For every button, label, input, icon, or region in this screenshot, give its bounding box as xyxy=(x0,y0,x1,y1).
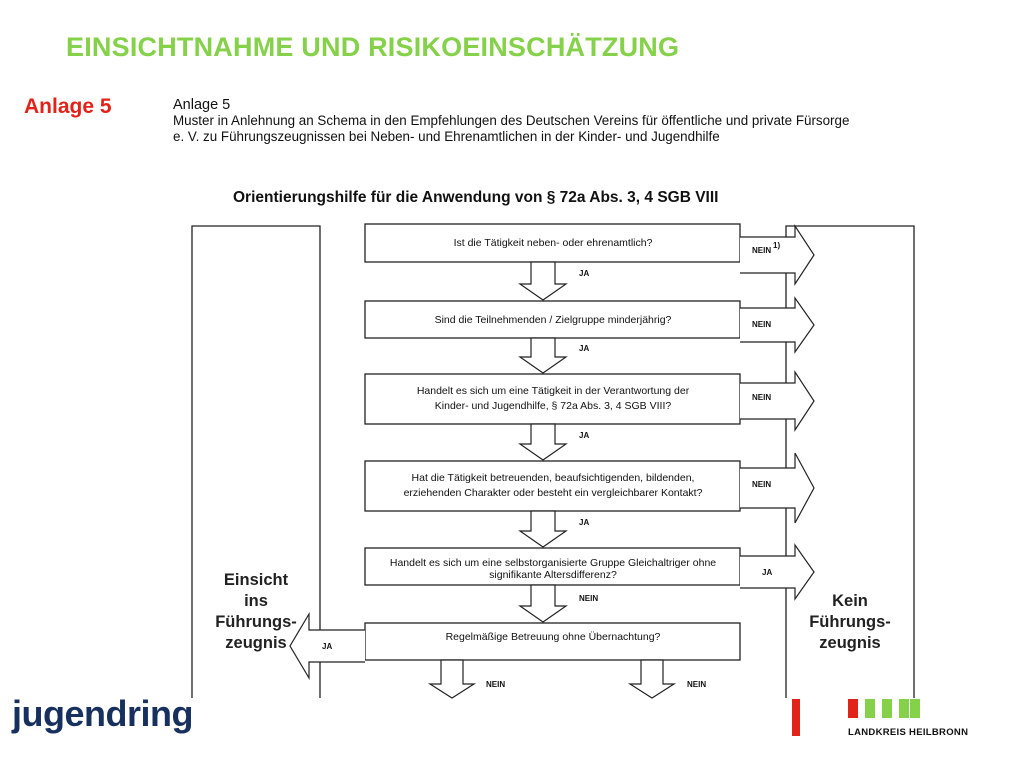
document-heading: Anlage 5 xyxy=(173,97,231,113)
down-label-2: JA xyxy=(579,344,589,353)
slide-title: EINSICHTNAHME UND RISIKOEINSCHÄTZUNG xyxy=(66,32,680,62)
question-1-text: Ist die Tätigkeit neben- oder ehrenamtli… xyxy=(454,237,653,249)
side-label-5: JA xyxy=(762,568,772,577)
attachment-label: Anlage 5 xyxy=(24,95,112,118)
question-box-4 xyxy=(364,460,741,512)
question-4-text-line1: Hat die Tätigkeit betreuenden, beaufsich… xyxy=(412,472,695,484)
document-intro: Muster in Anlehnung an Schema in den Emp… xyxy=(173,113,850,144)
question-3-text-line1: Handelt es sich um eine Tätigkeit in der… xyxy=(417,385,690,397)
side-arrow-4 xyxy=(740,452,815,524)
bottom-arrow-right xyxy=(627,659,677,699)
left-arrow xyxy=(289,611,365,681)
bottom-arrow-left xyxy=(427,659,477,699)
left-result-line4: zeugnis xyxy=(225,634,286,652)
left-result-line3: Führungs- xyxy=(215,613,297,631)
side-label-2: NEIN xyxy=(752,320,771,329)
right-result-line1: Kein xyxy=(832,592,868,610)
landkreis-bar-3 xyxy=(882,699,892,718)
side-label-1: NEIN xyxy=(752,246,771,255)
down-arrow-3 xyxy=(518,423,568,461)
question-5-text-line2: signifikante Altersdifferenz? xyxy=(489,569,617,581)
side-arrow-1 xyxy=(740,223,815,287)
side-label-4: NEIN xyxy=(752,480,771,489)
bottom-label-1: NEIN xyxy=(486,680,505,689)
right-result-line2: Führungs- xyxy=(809,613,891,631)
question-2-text: Sind die Teilnehmenden / Zielgruppe mind… xyxy=(435,314,672,326)
document-subtitle: Orientierungshilfe für die Anwendung von… xyxy=(233,189,719,206)
right-result-line3: zeugnis xyxy=(819,634,880,652)
right-result-column xyxy=(785,225,915,698)
side-label-3: NEIN xyxy=(752,393,771,402)
landkreis-bar-5 xyxy=(910,699,920,718)
left-arrow-label: JA xyxy=(322,642,332,651)
down-label-4: JA xyxy=(579,518,589,527)
question-5-text-line1: Handelt es sich um eine selbstorganisier… xyxy=(390,557,716,569)
question-box-6 xyxy=(364,622,741,661)
down-arrow-4 xyxy=(518,510,568,548)
landkreis-bar-2 xyxy=(865,699,875,718)
landkreis-bar-1 xyxy=(848,699,858,718)
landkreis-bar-4 xyxy=(899,699,909,718)
question-4-text-line2: erziehenden Charakter oder besteht ein v… xyxy=(404,487,703,499)
down-arrow-1 xyxy=(518,261,568,301)
side-arrow-2 xyxy=(740,296,815,354)
left-result-column xyxy=(191,225,321,698)
left-result-line2: ins xyxy=(244,592,268,610)
bottom-label-2: NEIN xyxy=(687,680,706,689)
question-3-text-line2: Kinder- und Jugendhilfe, § 72a Abs. 3, 4… xyxy=(435,400,672,412)
down-label-5: NEIN xyxy=(579,594,598,603)
question-6-text: Regelmäßige Betreuung ohne Übernachtung? xyxy=(446,631,661,643)
down-arrow-5 xyxy=(518,584,568,623)
landkreis-heilbronn-logo: LANDKREIS HEILBRONN xyxy=(848,727,969,738)
jugendring-logo: jugendring xyxy=(12,693,193,734)
document-header: Anlage 5 Muster in Anlehnung an Schema i… xyxy=(173,97,853,145)
down-label-3: JA xyxy=(579,431,589,440)
left-result-line1: Einsicht xyxy=(224,571,289,589)
down-label-1: JA xyxy=(579,269,589,278)
footnote-mark: 1) xyxy=(773,241,780,250)
side-arrow-5 xyxy=(740,543,815,601)
landkreis-red-bar xyxy=(792,699,800,736)
side-arrow-3 xyxy=(740,369,815,433)
down-arrow-2 xyxy=(518,337,568,374)
question-box-3 xyxy=(364,373,741,425)
